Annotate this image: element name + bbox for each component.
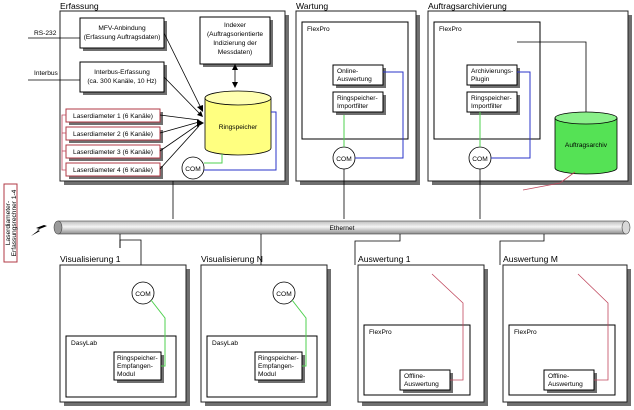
auswm-flexpro-label: FlexPro: [514, 329, 537, 336]
auftragsarchiv-cylinder: Auftragsarchiv: [554, 111, 618, 175]
side-label-box: Laserdiameter- Erfassungsrechner 1-4: [3, 183, 18, 263]
mfv-anbindung-box: [79, 17, 165, 49]
section-auswertung-m: Auswertung M FlexPro Offline- Auswertung: [502, 254, 631, 406]
section-title-wartung: Wartung: [296, 1, 328, 11]
laser-label-3: Laserdiameter 3 (6 Kanäle): [73, 149, 153, 156]
archiv-importfilter-box: [466, 91, 518, 113]
laser-box-4: [65, 162, 161, 177]
archivierungs-plugin-box: [466, 64, 518, 86]
laser-box-2: [65, 126, 161, 141]
wartung-import-line-1: Ringspeicher-: [337, 95, 378, 102]
visn-modul-line-2: Empfangen-: [258, 363, 294, 370]
archiv-import-line-1: Ringspeicher-: [471, 95, 512, 102]
online-line-2: Auswertung: [337, 76, 372, 83]
ringspeicher-label: Ringspeicher: [219, 124, 258, 131]
laser-label-2: Laserdiameter 2 (6 Kanäle): [73, 131, 153, 138]
mfv-line-1: MFV-Anbindung: [98, 25, 146, 32]
section-title-auswertung-m: Auswertung M: [503, 254, 558, 264]
auswm-offline-line-1: Offline-: [548, 373, 569, 380]
indexer-line-2: (Auftragsorientierte: [207, 31, 263, 38]
ethernet-label: Ethernet: [330, 225, 355, 232]
section-auftragsarchivierung: Auftragsarchivierung FlexPro Archivierun…: [427, 1, 632, 219]
visn-modul-line-3: Modul: [258, 371, 276, 378]
wartung-com-label: COM: [336, 156, 351, 163]
section-wartung: Wartung FlexPro Online- Auswertung Rings…: [295, 1, 420, 219]
ringspeicher-cylinder: Ringspeicher: [204, 90, 272, 156]
erfassung-com-label: COM: [185, 166, 200, 173]
input-label-interbus: Interbus: [34, 70, 59, 77]
plugin-line-2: Plugin: [471, 76, 490, 83]
section-title-visualisierung-n: Visualisierung N: [201, 254, 263, 264]
interbus-line-2: (ca. 300 Kanäle, 10 Hz): [87, 78, 156, 85]
section-title-auftragsarchivierung: Auftragsarchivierung: [428, 1, 507, 11]
section-title-auswertung-1: Auswertung 1: [358, 254, 411, 264]
online-auswertung-box: [332, 64, 384, 86]
vis1-com-label: COM: [135, 291, 150, 298]
vis1-dasylab-label: DasyLab: [71, 340, 97, 347]
section-auswertung-1: Auswertung 1 FlexPro Offline- Auswertung: [357, 254, 488, 406]
mfv-line-2: (Erfassung Auftragsdaten): [84, 34, 161, 41]
wartung-importfilter-box: [332, 91, 384, 113]
side-label-line-2: Erfassungsrechner 1-4: [11, 189, 18, 256]
laser-box-3: [65, 144, 161, 159]
visn-com-port: [272, 281, 296, 305]
laser-boxes: Laserdiameter 1 (6 Kanäle) Laserdiameter…: [61, 108, 163, 179]
visn-dasylab-label: DasyLab: [212, 340, 238, 347]
indexer-box: [199, 16, 271, 65]
ausw1-flexpro-label: FlexPro: [369, 329, 392, 336]
laser-label-4: Laserdiameter 4 (6 Kanäle): [73, 167, 153, 174]
interbus-erfassung-box: [79, 61, 165, 93]
section-visualisierung-1: Visualisierung 1 COM DasyLab Ringspeiche…: [59, 254, 190, 406]
visn-empfangen-modul-box: [254, 351, 303, 381]
vis1-modul-line-3: Modul: [117, 371, 135, 378]
lightning-icon: [31, 225, 47, 236]
indexer-line-4: Messdaten): [218, 49, 252, 56]
input-label-rs232: RS-232: [34, 30, 57, 37]
vis1-modul-line-2: Empfangen-: [117, 363, 153, 370]
indexer-line-3: Indizierung der: [213, 40, 257, 47]
side-label-line-1: Laserdiameter-: [5, 201, 12, 245]
interbus-line-1: Interbus-Erfassung: [94, 69, 150, 76]
plugin-line-1: Archivierungs-: [471, 68, 513, 75]
erfassung-com-port: [181, 156, 205, 180]
wartung-import-line-2: Importfilter: [337, 103, 369, 110]
indexer-line-1: Indexer: [224, 22, 247, 29]
section-title-erfassung: Erfassung: [60, 1, 99, 11]
laser-box-1: [65, 108, 161, 123]
vis1-com-port: [131, 281, 155, 305]
wartung-flexpro-label: FlexPro: [307, 26, 330, 33]
ausw1-offline-line-1: Offline-: [404, 373, 425, 380]
auftragsarchiv-label: Auftragsarchiv: [565, 142, 608, 149]
archiv-flexpro-label: FlexPro: [439, 26, 462, 33]
visn-com-label: COM: [276, 291, 291, 298]
laser-label-1: Laserdiameter 1 (6 Kanäle): [73, 113, 153, 120]
vis1-modul-line-1: Ringspeicher-: [117, 355, 158, 362]
online-line-1: Online-: [337, 68, 358, 75]
ausw1-offline-line-2: Auswertung: [404, 381, 439, 388]
section-erfassung: Erfassung RS-232 Interbus MFV-Anbindung …: [28, 1, 289, 219]
archiv-import-line-2: Importfilter: [471, 103, 503, 110]
archiv-com-label: COM: [472, 156, 487, 163]
section-title-visualisierung-1: Visualisierung 1: [60, 254, 121, 264]
ethernet-bus: Ethernet: [53, 220, 631, 235]
section-visualisierung-n: Visualisierung N COM DasyLab Ringspeiche…: [200, 254, 331, 406]
auswm-offline-line-2: Auswertung: [548, 381, 583, 388]
visn-modul-line-1: Ringspeicher-: [258, 355, 299, 362]
